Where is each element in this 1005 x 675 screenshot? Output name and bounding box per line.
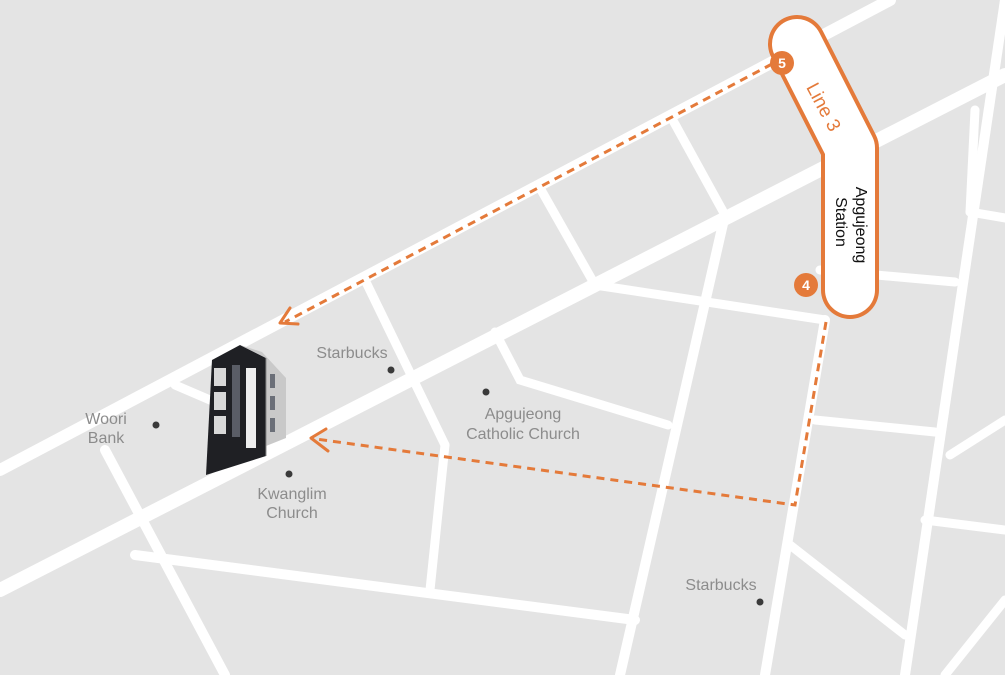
exit-5-number: 5	[778, 55, 786, 71]
poi-kwanglim-church-label-2: Church	[266, 505, 318, 522]
exit-4-number: 4	[802, 277, 810, 293]
poi-woori-bank[interactable]: Woori Bank	[85, 411, 160, 447]
poi-starbucks-2-label: Starbucks	[685, 577, 756, 594]
poi-starbucks-2-marker	[756, 598, 764, 606]
poi-kwanglim-church[interactable]: Kwanglim Church	[257, 470, 327, 523]
poi-catholic-church-label-1: Apgujeong	[485, 406, 562, 423]
station-name-line1: Apgujeong	[852, 187, 869, 264]
poi-apgujeong-catholic-church[interactable]: Apgujeong Catholic Church	[466, 388, 580, 444]
poi-woori-bank-marker	[152, 421, 160, 429]
poi-woori-bank-label-1: Woori	[85, 411, 127, 428]
station-name-line2: Station	[832, 197, 849, 247]
exit-4-badge[interactable]: 4	[794, 273, 818, 297]
poi-woori-bank-label-2: Bank	[88, 430, 125, 447]
poi-starbucks-1-label: Starbucks	[316, 345, 387, 362]
poi-catholic-church-label-2: Catholic Church	[466, 426, 580, 443]
poi-catholic-church-marker	[482, 388, 490, 396]
destination-building-icon[interactable]	[206, 345, 286, 475]
exit-5-badge[interactable]: 5	[770, 51, 794, 75]
poi-starbucks-1[interactable]: Starbucks	[316, 345, 395, 374]
poi-starbucks-2[interactable]: Starbucks	[685, 577, 764, 606]
walking-route-exit-5	[278, 62, 773, 326]
line-3-apgujeong-station[interactable]: Line 3 Apgujeong Station	[768, 15, 879, 319]
poi-kwanglim-church-label-1: Kwanglim	[257, 486, 326, 503]
poi-starbucks-1-marker	[387, 366, 395, 374]
walking-route-exit-4	[309, 321, 828, 507]
poi-kwanglim-church-marker	[285, 470, 293, 478]
